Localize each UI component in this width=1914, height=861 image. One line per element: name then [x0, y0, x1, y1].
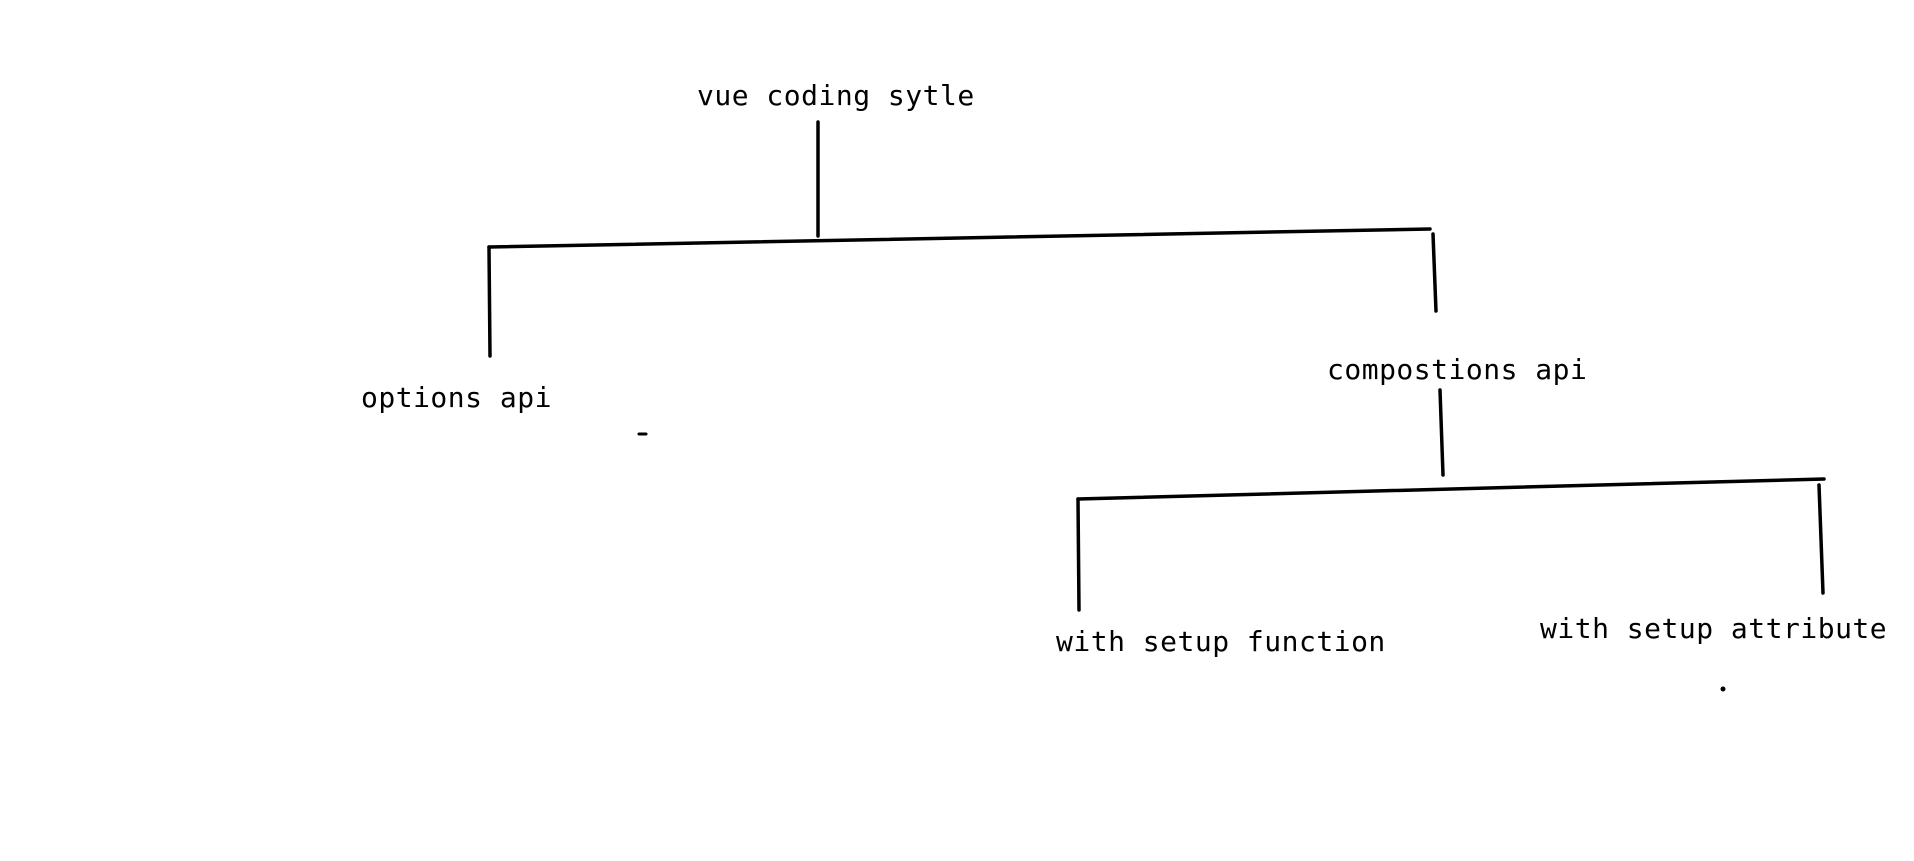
options-drop-line — [487, 245, 492, 358]
root-node-label: vue coding sytle — [697, 79, 975, 112]
setup-function-drop-line — [1076, 497, 1081, 612]
level2-branch-line — [1076, 477, 1826, 501]
options-api-node-label: options api — [361, 381, 552, 414]
compositions-api-node-label: compostions api — [1327, 353, 1588, 386]
stray-dot-mark — [1720, 686, 1726, 692]
setup-attribute-node-label: with setup attribute — [1540, 612, 1888, 645]
level1-branch-line — [487, 227, 1432, 249]
compositions-drop-line — [1431, 232, 1438, 313]
setup-attribute-drop-line — [1817, 483, 1825, 595]
setup-function-node-label: with setup function — [1056, 625, 1386, 658]
compositions-stem-line — [1438, 388, 1445, 477]
